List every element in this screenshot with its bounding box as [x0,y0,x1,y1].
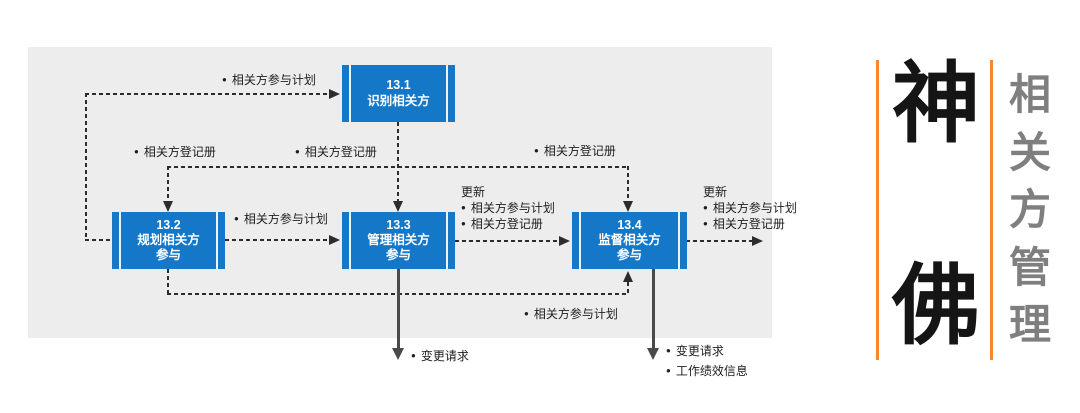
label-text: 相关方登记册 [304,145,377,159]
bullet-icon: ● [666,346,671,355]
node-13-2-plan-engagement: 13.2 规划相关方参与 [112,212,225,269]
label-text: 相关方登记册 [543,144,616,158]
label-text: 相关方登记册 [470,217,543,231]
node-13-4-monitor-engagement: 13.4 监督相关方参与 [572,212,687,269]
label-manage-updates: 更新 ● 相关方参与计划 ● 相关方登记册 [461,185,555,232]
label-plan-between: ● 相关方参与计划 [234,211,328,227]
arrowhead-into-monitor-bottom [623,271,633,282]
bullet-icon: ● [461,219,466,228]
banner-title-char: 理 [1008,301,1051,348]
bullet-icon: ● [411,351,416,360]
connector-monitor-updates-out [686,240,752,242]
connector-manage-to-monitor [455,240,559,242]
arrowhead-into-monitor-top [623,201,633,212]
label-register-right: ● 相关方登记册 [534,143,616,159]
banner-title-char: 管 [1008,243,1051,291]
connector-manage-output [397,269,400,349]
bullet-icon: ● [703,219,708,228]
node-13-1-identify-stakeholders: 13.1 识别相关方 [342,65,455,122]
node-stripe-right [446,212,448,269]
process-id: 13.1 [386,78,411,93]
label-manage-output: ● 变更请求 [411,348,469,364]
bullet-icon: ● [295,147,300,156]
node-13-3-manage-engagement: 13.3 管理相关方参与 [342,212,455,269]
label-item: ● 相关方参与计划 [461,200,555,216]
brand-character-top: 神 [891,54,980,153]
process-name: 规划相关方参与 [137,232,200,263]
banner-accent-line-left [876,60,879,360]
bullet-icon: ● [666,366,671,375]
label-text: 相关方参与计划 [533,307,618,321]
arrowhead-monitor-updates-out [752,236,763,246]
connector-register-h [167,166,629,168]
process-id: 13.2 [156,217,181,232]
bullet-icon: ● [703,203,708,212]
arrowhead-manage-output [392,348,404,360]
label-updates-title: 更新 [703,185,728,199]
node-stripe-left [349,65,351,122]
process-id: 13.3 [386,217,411,232]
bullet-icon: ● [524,309,529,318]
label-item: ● 相关方参与计划 [703,200,797,216]
connector-register-to-plan-v [167,166,169,201]
label-text: 相关方登记册 [712,217,785,231]
banner-title-char: 相 [1008,71,1051,118]
connector-register-to-monitor-v [627,166,629,201]
bullet-icon: ● [234,214,239,223]
label-text: 相关方参与计划 [470,201,555,215]
bullet-icon: ● [461,203,466,212]
bullet-icon: ● [222,75,227,84]
label-monitor-updates: 更新 ● 相关方参与计划 ● 相关方登记册 [703,185,797,232]
process-name: 识别相关方 [367,93,430,108]
label-register-mid: ● 相关方登记册 [295,144,377,160]
process-name: 监督相关方参与 [598,232,661,263]
label-text: 工作绩效信息 [675,364,748,378]
node-stripe-left [349,212,351,269]
label-text: 相关方参与计划 [231,73,316,87]
brand-character-bottom: 佛 [891,256,980,355]
label-item: ● 相关方登记册 [703,216,797,232]
connector-plan-to-identify-h [85,93,329,95]
label-text: 变更请求 [420,349,469,363]
label-plan-loop: ● 相关方参与计划 [524,306,618,322]
label-monitor-outputs: ● 变更请求 ● 工作绩效信息 [666,341,748,381]
label-text: 变更请求 [675,344,724,358]
label-text: 相关方参与计划 [243,212,328,226]
node-stripe-left [119,212,121,269]
label-text: 相关方登记册 [143,145,216,159]
node-stripe-right [678,212,680,269]
node-stripe-right [446,65,448,122]
label-item: ● 工作绩效信息 [666,361,748,381]
bullet-icon: ● [534,146,539,155]
label-register-left: ● 相关方登记册 [134,144,216,160]
arrowhead-into-identify [329,89,340,99]
arrowhead-into-plan-top [163,201,173,212]
process-id: 13.4 [617,217,642,232]
arrowhead-into-monitor-left [559,236,570,246]
connector-loop-up-to-monitor [627,282,629,294]
node-stripe-right [216,212,218,269]
connector-plan-to-manage [225,239,329,241]
connector-plan-to-identify-v [85,93,87,241]
banner-vertical-title: 相 关 方 管 理 [1006,74,1054,346]
connector-register-to-manage-v [397,122,399,201]
label-item: ● 相关方登记册 [461,216,555,232]
bullet-icon: ● [134,147,139,156]
label-plan-to-identify: ● 相关方参与计划 [222,72,316,88]
connector-loop-down-from-plan [167,269,169,294]
connector-monitor-output [652,269,655,349]
label-updates-title: 更新 [461,185,486,199]
label-text: 相关方参与计划 [712,201,797,215]
arrowhead-into-manage-top [393,201,403,212]
label-item: ● 变更请求 [666,341,748,361]
process-name: 管理相关方参与 [367,232,430,263]
banner-title-char: 关 [1008,128,1051,176]
connector-plan-from-13-2 [85,239,113,241]
arrowhead-monitor-output [647,348,659,360]
banner-title-char: 方 [1008,186,1051,233]
arrowhead-into-manage-left [329,235,340,245]
banner-accent-line-right [990,60,993,360]
node-stripe-left [579,212,581,269]
